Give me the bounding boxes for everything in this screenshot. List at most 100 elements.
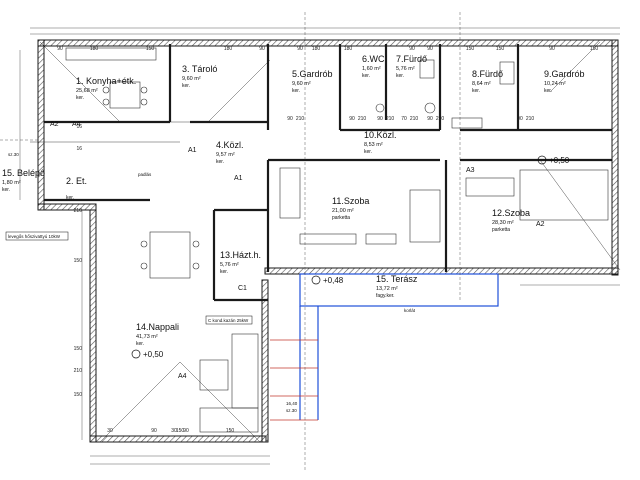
room-name: 11.Szoba bbox=[332, 196, 369, 206]
dim-top: 90 bbox=[549, 46, 555, 52]
dim-top: 90 bbox=[297, 46, 303, 52]
dim-side: 150 bbox=[74, 258, 83, 264]
dim-bottom: 30 bbox=[171, 428, 177, 434]
room-name: 15. Belépő bbox=[2, 168, 45, 178]
dim-mid: 210 bbox=[436, 116, 445, 122]
bench-note: padlás bbox=[138, 172, 152, 177]
dim-mid: 90 bbox=[517, 116, 523, 122]
dim-side: 210 bbox=[74, 208, 83, 214]
dim-bottom: 150 bbox=[226, 428, 235, 434]
room-area: 25,68 m² bbox=[76, 88, 98, 94]
room-name: 2. Et. bbox=[66, 176, 87, 186]
room-floor: ker. bbox=[362, 73, 370, 79]
dim-mid: 90 bbox=[287, 116, 293, 122]
room-floor: ker. bbox=[216, 159, 224, 165]
dim-side: 150 bbox=[74, 392, 83, 398]
dim-top: 150 bbox=[496, 46, 505, 52]
dim-top: 90 bbox=[57, 46, 63, 52]
room-floor: ker. bbox=[136, 341, 144, 347]
dim-top: 90 bbox=[259, 46, 265, 52]
dim-bottom: 30 bbox=[107, 428, 113, 434]
dim-mid: 70 bbox=[401, 116, 407, 122]
dim-top: 180 bbox=[224, 46, 233, 52]
room-floor: ker. bbox=[2, 187, 10, 193]
level-markers: +0,50 +0,48 +0,50 bbox=[131, 155, 570, 359]
room-area: 13,72 m² bbox=[376, 286, 398, 292]
watermark: zenga bbox=[549, 453, 611, 471]
level-text-room12: +0,50 bbox=[549, 156, 570, 165]
room-area: 9,60 m² bbox=[292, 81, 311, 87]
notes: levegős hőszivattyú 10kW C kond.kazán 25… bbox=[5, 152, 416, 413]
c1-note: C1 bbox=[238, 285, 247, 292]
dim-bottom: 90 bbox=[183, 428, 189, 434]
room-area: 41,73 m² bbox=[136, 334, 158, 340]
room-name: 12.Szoba bbox=[492, 208, 530, 218]
level-text-nappali: +0,50 bbox=[143, 350, 164, 359]
axis-mark: A2 bbox=[536, 221, 545, 228]
room-name: 3. Tároló bbox=[182, 64, 217, 74]
dim-bottom: 150 bbox=[176, 428, 185, 434]
room-name: 9.Gardrób bbox=[544, 69, 585, 79]
axis-mark: A1 bbox=[188, 147, 197, 154]
room-area: 1,60 m² bbox=[362, 66, 381, 72]
dim-top: 180 bbox=[90, 46, 99, 52]
room-floor: ker. bbox=[182, 83, 190, 89]
room-name: 15. Terász bbox=[376, 274, 418, 284]
room-floor: ker. bbox=[220, 269, 228, 275]
room-floor: ker. bbox=[76, 95, 84, 101]
terrace bbox=[299, 273, 499, 420]
dim-top: 150 bbox=[146, 46, 155, 52]
dim-side: 210 bbox=[74, 368, 83, 374]
dim-mid: 90 bbox=[349, 116, 355, 122]
room-floor: parketta bbox=[332, 215, 350, 221]
room-area: 5,76 m² bbox=[220, 262, 239, 268]
level-marker-nappali: +0,50 bbox=[131, 349, 164, 359]
roof-lines bbox=[30, 41, 621, 443]
stair-rise-note: 16,40 bbox=[286, 401, 298, 406]
dim-mid: 210 bbox=[526, 116, 535, 122]
dim-mid: 210 bbox=[296, 116, 305, 122]
axis-mark: A1 bbox=[234, 175, 243, 182]
sill-note: sz.30 bbox=[8, 152, 19, 157]
room-name: 13.Házt.h. bbox=[220, 250, 261, 260]
walls bbox=[37, 39, 619, 443]
room-name: 8.Fürdő bbox=[472, 69, 503, 79]
room-floor: parketta bbox=[492, 227, 510, 233]
level-marker-room12: +0,50 bbox=[537, 155, 570, 165]
railing-note: korlát bbox=[404, 308, 416, 313]
axis-mark: A2 bbox=[50, 121, 59, 128]
furniture bbox=[65, 47, 609, 433]
dim-mid: 210 bbox=[386, 116, 395, 122]
room-name: 6.WC bbox=[362, 54, 385, 64]
room-area: 10,24 m² bbox=[544, 81, 566, 87]
axis-mark: A4 bbox=[72, 121, 81, 128]
dim-mid: 210 bbox=[410, 116, 419, 122]
dim-mid: 210 bbox=[358, 116, 367, 122]
dim-bottom: 90 bbox=[151, 428, 157, 434]
interior-walls bbox=[44, 44, 612, 302]
dim-top: 180 bbox=[312, 46, 321, 52]
dim-mid: 90 bbox=[427, 116, 433, 122]
boiler-note: C kond.kazán 25kW bbox=[208, 318, 249, 323]
room-name: 4.Közl. bbox=[216, 140, 244, 150]
room-floor: ker. bbox=[292, 88, 300, 94]
room-label: 2. Et.ker. bbox=[66, 176, 87, 201]
room-area: 9,60 m² bbox=[182, 76, 201, 82]
room-name: 14.Nappali bbox=[136, 322, 179, 332]
room-area: 8,53 m² bbox=[364, 142, 383, 148]
dimension-lines bbox=[19, 27, 620, 465]
room-floor: ker. bbox=[396, 73, 404, 79]
axis-mark: A4 bbox=[178, 373, 187, 380]
